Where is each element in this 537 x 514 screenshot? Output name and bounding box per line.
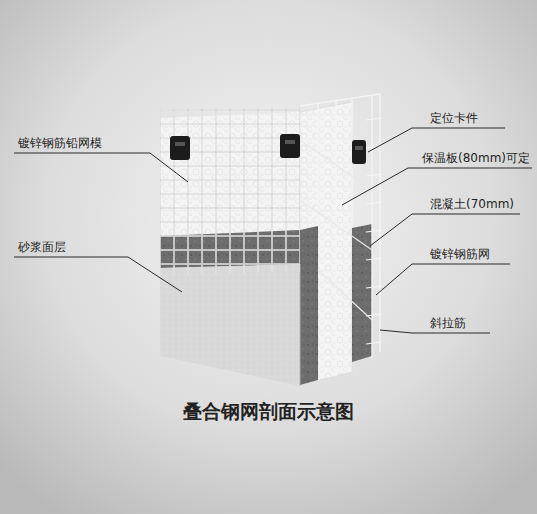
back-concrete [352,224,372,362]
side-mesh [300,94,380,376]
mortar-edge [300,264,301,386]
diagonal-ties [300,140,372,320]
part-label: 镀锌钢筋网 [430,246,490,262]
part-label: 镀锌钢筋铅网模 [18,135,102,151]
mortar-face [160,264,300,386]
leader-lines [14,128,532,333]
concrete-side [300,226,318,385]
part-label: 混凝土(70mm) [430,196,514,212]
part-label: 保温板(80mm)可定 [422,150,530,166]
positioning-clips [170,134,366,164]
part-label: 定位卡件 [430,110,478,126]
front-mesh [160,106,300,276]
diagram-title: 叠合钢网剖面示意图 [0,398,537,424]
part-label: 砂浆面层 [18,239,66,255]
insulation-side [300,102,352,385]
part-label: 斜拉筋 [430,315,466,331]
